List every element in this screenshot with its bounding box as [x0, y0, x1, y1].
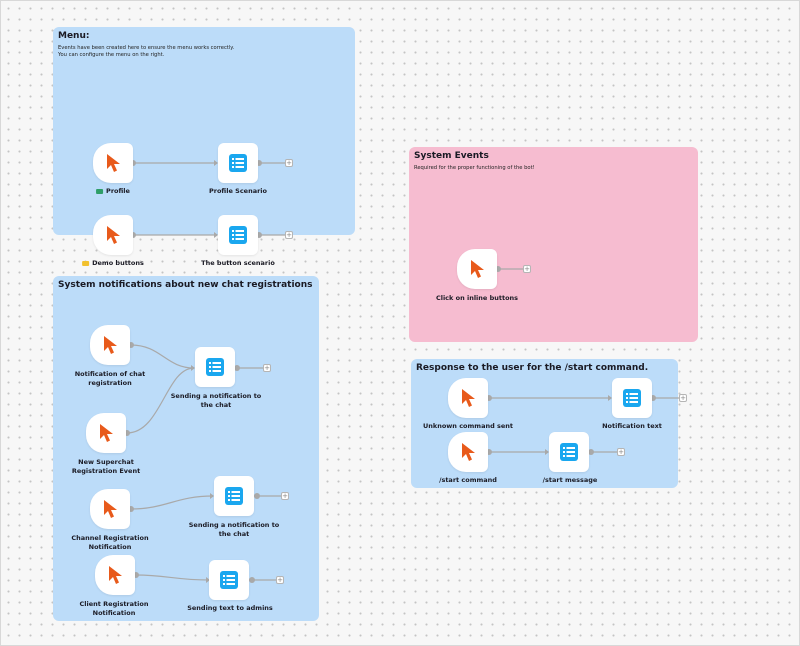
label-line: Sending a notification to [188, 521, 280, 529]
description-line: Required for the proper functioning of t… [414, 165, 535, 171]
add-step-button[interactable]: + [523, 265, 531, 273]
node-label: Notification text [602, 422, 662, 430]
trigger-node-chat-registration[interactable] [90, 325, 130, 365]
list-icon [623, 389, 641, 407]
group-description: Events have been created here to ensure … [58, 45, 234, 59]
label-line: Channel Registration [71, 534, 149, 542]
node-label: New Superchat Registration Event [72, 458, 140, 475]
group-menu[interactable]: Menu: Events have been created here to e… [53, 27, 355, 235]
group-title: Menu: [58, 31, 90, 41]
add-step-button[interactable]: + [617, 448, 625, 456]
group-title: System Events [414, 151, 489, 161]
add-step-button[interactable]: + [276, 576, 284, 584]
cursor-icon [100, 424, 113, 442]
node-label: /start message [542, 476, 598, 484]
trigger-node-profile[interactable] [93, 143, 133, 183]
label-line: the chat [200, 400, 232, 409]
action-node-send-notification-2[interactable] [214, 476, 254, 516]
description-line: You can configure the menu on the right. [58, 52, 165, 58]
list-icon [560, 443, 578, 461]
label-line: Notification of chat [74, 370, 146, 378]
node-label: /start command [439, 476, 497, 484]
label-line: Registration Event [71, 466, 141, 475]
node-label: The button scenario [201, 259, 275, 267]
label-line: New Superchat [78, 458, 134, 466]
add-step-button[interactable]: + [679, 394, 687, 402]
cursor-icon [462, 443, 475, 461]
add-step-button[interactable]: + [263, 364, 271, 372]
trigger-node-start-command[interactable] [448, 432, 488, 472]
node-label: Unknown command sent [422, 422, 514, 430]
label-text: Demo buttons [92, 259, 144, 267]
node-label: Client Registration Notification [80, 600, 149, 617]
list-icon [206, 358, 224, 376]
action-node-notification-text[interactable] [612, 378, 652, 418]
cursor-icon [104, 336, 117, 354]
list-icon [229, 154, 247, 172]
cursor-icon [471, 260, 484, 278]
trigger-node-channel-registration[interactable] [90, 489, 130, 529]
label-line: Notification [88, 542, 132, 551]
label-line: registration [88, 378, 132, 387]
node-label: Notification of chat registration [75, 370, 146, 387]
label-line: Notification [92, 608, 136, 617]
group-description: Required for the proper functioning of t… [414, 165, 535, 172]
trigger-node-superchat-registration[interactable] [86, 413, 126, 453]
list-icon [225, 487, 243, 505]
node-label: Profile Scenario [208, 187, 268, 195]
trigger-node-unknown-command[interactable] [448, 378, 488, 418]
group-title: Response to the user for the /start comm… [416, 363, 649, 373]
label-text: Profile [106, 187, 130, 195]
list-icon [229, 226, 247, 244]
node-label: Sending text to admins [187, 604, 273, 612]
node-label: Sending a notification to the chat [189, 521, 280, 538]
cursor-icon [107, 154, 120, 172]
cursor-icon [104, 500, 117, 518]
node-label: Demo buttons [82, 259, 144, 268]
label-line: Sending a notification to [170, 392, 262, 400]
action-node-button-scenario[interactable] [218, 215, 258, 255]
node-label: Channel Registration Notification [71, 534, 148, 551]
add-step-button[interactable]: + [281, 492, 289, 500]
description-line: Events have been created here to ensure … [58, 45, 235, 51]
add-step-button[interactable]: + [285, 159, 293, 167]
trigger-node-inline-buttons[interactable] [457, 249, 497, 289]
label-line: the chat [218, 529, 250, 538]
label-line: Client Registration [79, 600, 149, 608]
node-label: Click on inline buttons [435, 294, 519, 302]
folder-icon [82, 260, 90, 266]
trigger-node-client-registration[interactable] [95, 555, 135, 595]
add-step-button[interactable]: + [285, 231, 293, 239]
list-icon [220, 571, 238, 589]
green-card-icon [96, 188, 104, 194]
node-label: Profile [96, 187, 130, 196]
cursor-icon [109, 566, 122, 584]
group-title: System notifications about new chat regi… [58, 280, 313, 290]
cursor-icon [107, 226, 120, 244]
cursor-icon [462, 389, 475, 407]
trigger-node-demo-buttons[interactable] [93, 215, 133, 255]
node-label: Sending a notification to the chat [171, 392, 262, 409]
action-node-profile-scenario[interactable] [218, 143, 258, 183]
action-node-send-text-admins[interactable] [209, 560, 249, 600]
action-node-start-message[interactable] [549, 432, 589, 472]
action-node-send-notification-1[interactable] [195, 347, 235, 387]
group-system-events[interactable]: System Events Required for the proper fu… [409, 147, 698, 342]
